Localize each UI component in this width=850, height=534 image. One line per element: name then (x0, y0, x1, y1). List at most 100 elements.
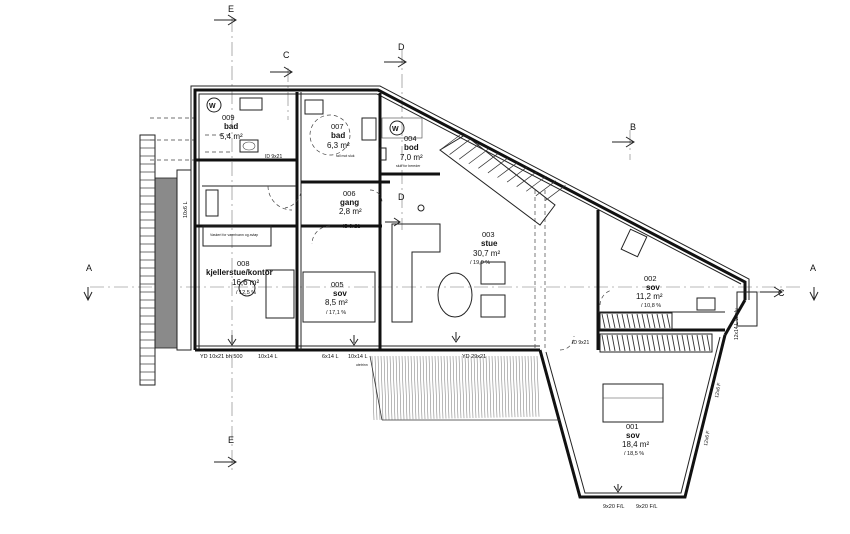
room-001-id: 001 (626, 422, 639, 431)
room-003-pct: / 19,9 % (470, 260, 490, 266)
room-008-pct: / 12,5 % (236, 290, 256, 296)
internal-stair (439, 134, 566, 226)
hatch-line (611, 334, 616, 352)
hatch-line (616, 313, 621, 329)
room-005-area: 8,5 m² (325, 298, 348, 307)
door-yd-mid: YD 29x21 (462, 354, 486, 360)
hatch-line (494, 355, 498, 418)
exterior-stair (139, 117, 195, 386)
hatch-line (506, 166, 528, 183)
hatch-line (530, 355, 534, 417)
tub-note: fall mot sluk (336, 154, 355, 158)
hatch-line (401, 355, 405, 420)
hatch-line (601, 313, 606, 329)
step-note: utetrinn (356, 363, 368, 367)
hatch-line (676, 334, 681, 352)
room-009-id: 009 (222, 113, 235, 122)
room-003-id: 003 (482, 230, 495, 239)
room-004-id: 004 (404, 134, 417, 143)
hatch-line (470, 355, 474, 419)
hatch-line (413, 355, 417, 420)
hatch-line (455, 355, 459, 419)
hatch-line (666, 334, 671, 352)
hatch-line (395, 355, 399, 420)
hatch-line (464, 355, 468, 419)
hatch-line (621, 334, 626, 352)
window-mid-1: 6x14 L (322, 354, 339, 360)
hatch-line (631, 313, 636, 329)
hatch-line (606, 313, 611, 329)
hatch-line (686, 334, 691, 352)
hatch-line (377, 355, 381, 420)
hatch-line (431, 355, 435, 419)
hatch-line (497, 162, 518, 178)
hatch-line (646, 334, 651, 352)
hatch-line (611, 313, 616, 329)
annotations: W W ID 9x21 ID 9x21 ID 9x21 fall mot slu… (200, 103, 740, 510)
hatch-line (606, 334, 611, 352)
room-006-id: 006 (343, 189, 356, 198)
hatch-line (691, 334, 696, 352)
hatch-line (621, 313, 626, 329)
hatch-line (422, 355, 426, 419)
hatch-line (545, 185, 566, 201)
hatch-line (636, 334, 641, 352)
hatch-line (651, 313, 656, 329)
hatch-line (458, 143, 480, 160)
room-labels: 009 bad 5,4 m² 007 bad 6,3 m² 004 bod 7,… (206, 113, 663, 457)
hatch-line (437, 355, 441, 419)
hatch-line (434, 355, 438, 419)
hatch-line (524, 355, 528, 417)
hatch-line (506, 355, 510, 418)
hatch-line (527, 355, 531, 417)
hatch-line (661, 334, 666, 352)
room-001-pct: / 18,5 % (624, 451, 644, 457)
hatch-line (428, 355, 432, 419)
room-005-id: 005 (331, 280, 344, 289)
room-007-name: bad (331, 131, 345, 140)
hatch-line (512, 355, 516, 418)
room-009-name: bad (224, 122, 238, 131)
door-label-002: ID 9x21 (572, 340, 589, 346)
room-006-name: gang (340, 198, 359, 207)
hatch-line (497, 355, 501, 418)
hatch-line (419, 355, 423, 420)
hatch-line (526, 175, 547, 192)
axis-label-c-top: C (283, 50, 290, 60)
fixtures (202, 97, 758, 423)
hatch-line (443, 355, 447, 419)
room-005-pct: / 17,1 % (326, 310, 346, 316)
hatch-line (404, 355, 408, 420)
hatch-line (476, 355, 480, 418)
stair-note: 10x6 L (183, 201, 189, 218)
axis-label-d-top: D (398, 42, 405, 52)
hatch-line (461, 355, 465, 419)
door-label-006: ID 9x21 (343, 224, 360, 230)
utility-note: Vaskeri for varmtvann og avløp (210, 233, 258, 237)
hatch-line (485, 355, 489, 418)
room-005-name: sov (333, 289, 347, 298)
door-swings (267, 185, 613, 351)
hatch-line (671, 334, 676, 352)
door-label-009: ID 9x21 (265, 154, 282, 160)
axis-label-e-top: E (228, 4, 234, 14)
window-right-2: 12x6 F (703, 430, 712, 446)
axis-label-a-right: A (810, 263, 816, 273)
hatch-line (509, 355, 513, 418)
hatch-line (516, 171, 537, 187)
room-001-name: sov (626, 431, 640, 440)
axis-label-d-mid: D (398, 192, 405, 202)
hatch-line (369, 355, 383, 421)
hatch-line (380, 355, 384, 420)
room-008-id: 008 (237, 259, 250, 268)
interior-walls (195, 92, 725, 350)
hatch-line (626, 313, 631, 329)
hatch-line (521, 355, 525, 418)
washer-symbol-1: W (209, 103, 216, 110)
room-002-pct: / 10,8 % (641, 303, 661, 309)
hatch-line (656, 334, 661, 352)
hatch-line (701, 334, 706, 352)
hatch-line (440, 355, 444, 419)
hatch-line (601, 334, 606, 352)
window-mid-2: 10x14 L (348, 354, 368, 360)
